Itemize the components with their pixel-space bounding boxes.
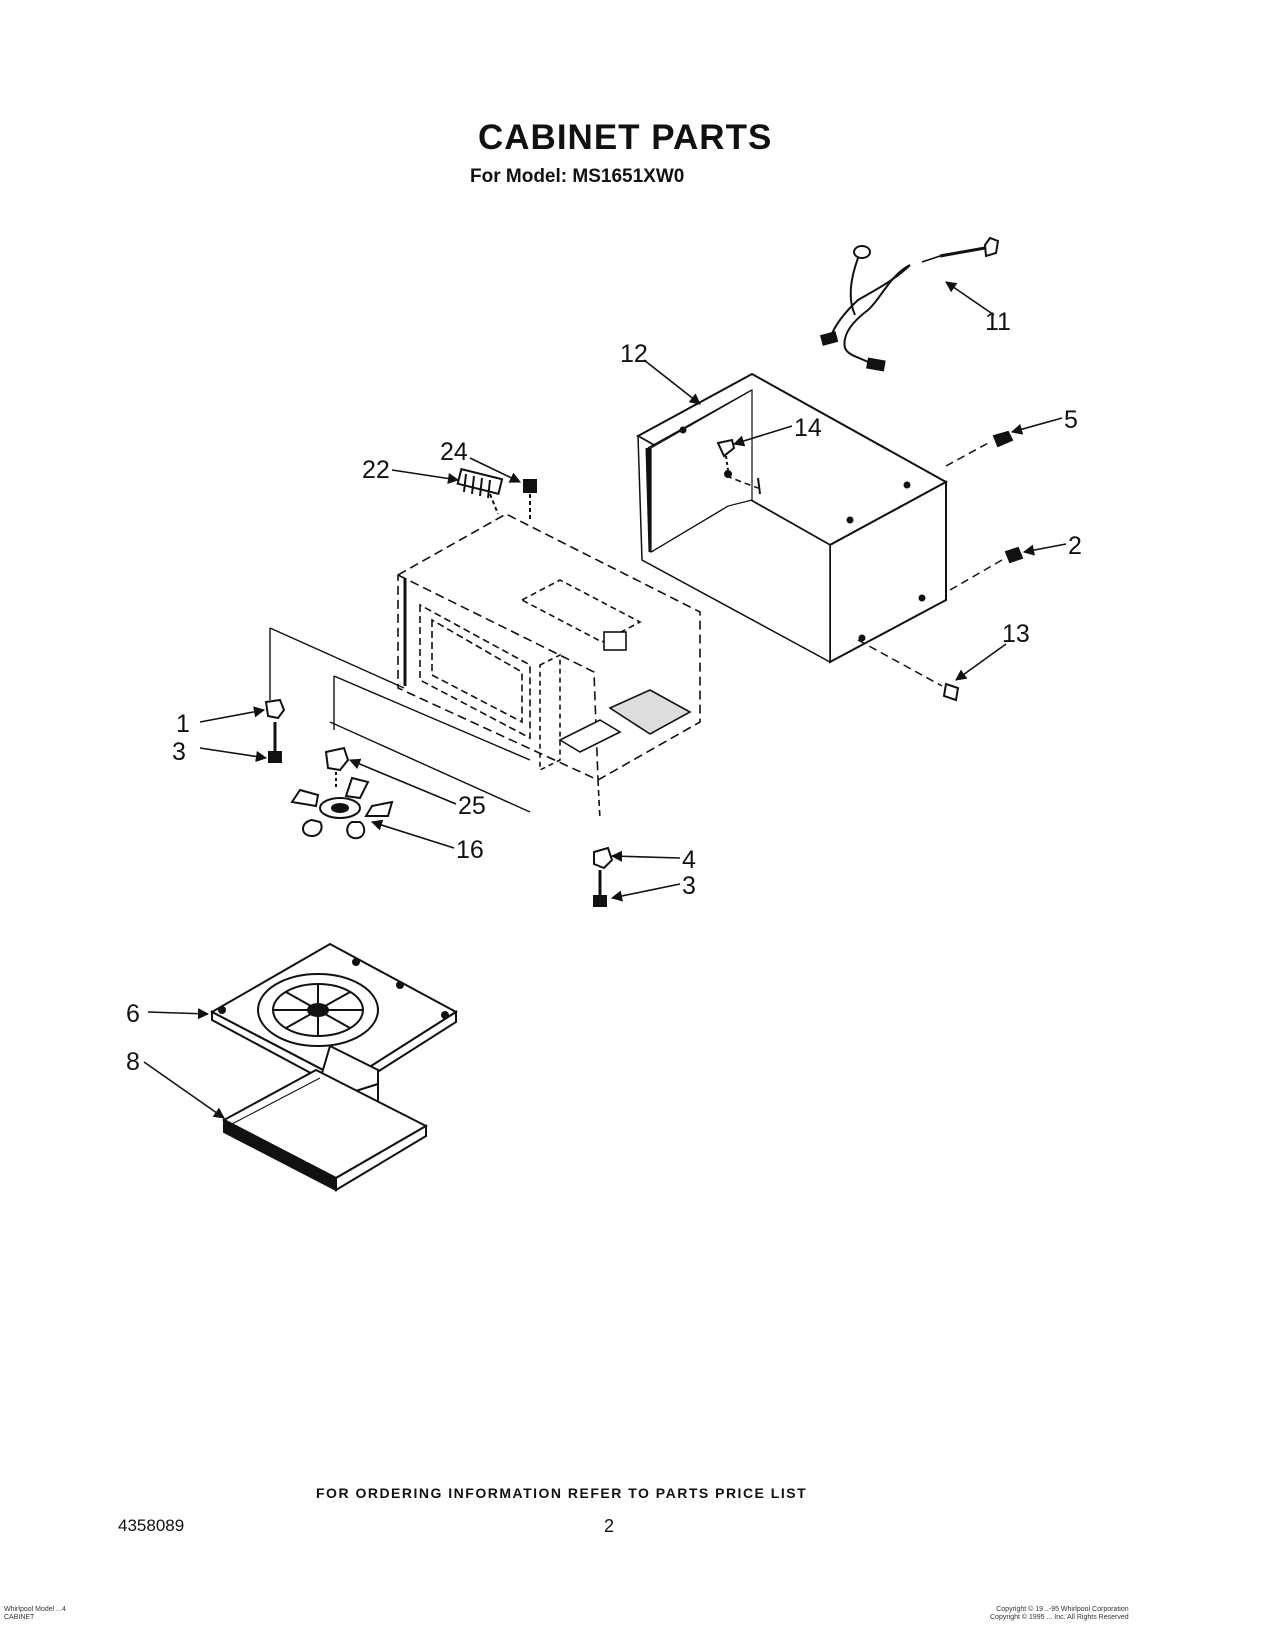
callout-3-right: 3 xyxy=(682,872,696,900)
power-cord-harness xyxy=(819,236,1000,372)
nut-1 xyxy=(264,698,286,720)
outer-cabinet xyxy=(635,372,949,664)
document-number: 4358089 xyxy=(118,1516,185,1535)
screw-2 xyxy=(949,546,1024,591)
fine-right-line-1: Copyright © 19...-95 Whirlpool Corporati… xyxy=(996,1606,1129,1613)
leader-lines xyxy=(143,281,1067,1119)
oven-cavity xyxy=(397,513,701,821)
screw-3-right xyxy=(593,870,607,907)
callout-8: 8 xyxy=(126,1048,140,1076)
callout-1: 1 xyxy=(176,710,190,738)
stirrer-fan-16 xyxy=(290,776,394,840)
screw-14 xyxy=(716,438,736,478)
blower-tray-6 xyxy=(209,942,458,1113)
nut-4 xyxy=(593,846,614,870)
callout-14: 14 xyxy=(794,414,822,442)
hub-nut-25 xyxy=(324,746,350,790)
fine-left-line-2: CABINET xyxy=(4,1614,35,1621)
model-subtitle: For Model: MS1651XW0 xyxy=(470,166,685,187)
screw-3-left xyxy=(268,722,282,763)
nut-24 xyxy=(523,479,537,520)
callout-24: 24 xyxy=(440,438,468,466)
callout-12: 12 xyxy=(620,340,648,368)
fine-print-right: Copyright © 19...-95 Whirlpool Corporati… xyxy=(990,1606,1129,1622)
callout-labels: 11 12 14 5 24 22 2 13 1 3 25 16 4 3 6 8 xyxy=(126,308,1082,1076)
fine-left-line-1: Whirlpool Model ...4 xyxy=(4,1606,66,1613)
callout-16: 16 xyxy=(456,836,484,864)
callout-13: 13 xyxy=(1002,620,1030,648)
fine-print-left: Whirlpool Model ...4 CABINET xyxy=(4,1606,66,1622)
callout-11: 11 xyxy=(985,308,1011,336)
door-outline xyxy=(269,627,531,813)
callout-25: 25 xyxy=(458,792,486,820)
callout-6: 6 xyxy=(126,1000,140,1028)
ordering-note: FOR ORDERING INFORMATION REFER TO PARTS … xyxy=(316,1485,808,1501)
filter-plate-8 xyxy=(221,1068,429,1192)
page-title: CABINET PARTS xyxy=(478,118,773,157)
callout-22: 22 xyxy=(362,456,390,484)
screw-13 xyxy=(857,639,960,702)
screw-5 xyxy=(945,430,1014,467)
callout-3-left: 3 xyxy=(172,738,186,766)
parts-drawing xyxy=(143,236,1067,1192)
bracket-22 xyxy=(456,467,504,515)
callout-4: 4 xyxy=(682,846,696,874)
callout-2: 2 xyxy=(1068,532,1082,560)
fine-right-line-2: Copyright © 1995 ... Inc. All Rights Res… xyxy=(990,1614,1129,1621)
page-number: 2 xyxy=(604,1516,615,1536)
callout-5: 5 xyxy=(1064,406,1078,434)
